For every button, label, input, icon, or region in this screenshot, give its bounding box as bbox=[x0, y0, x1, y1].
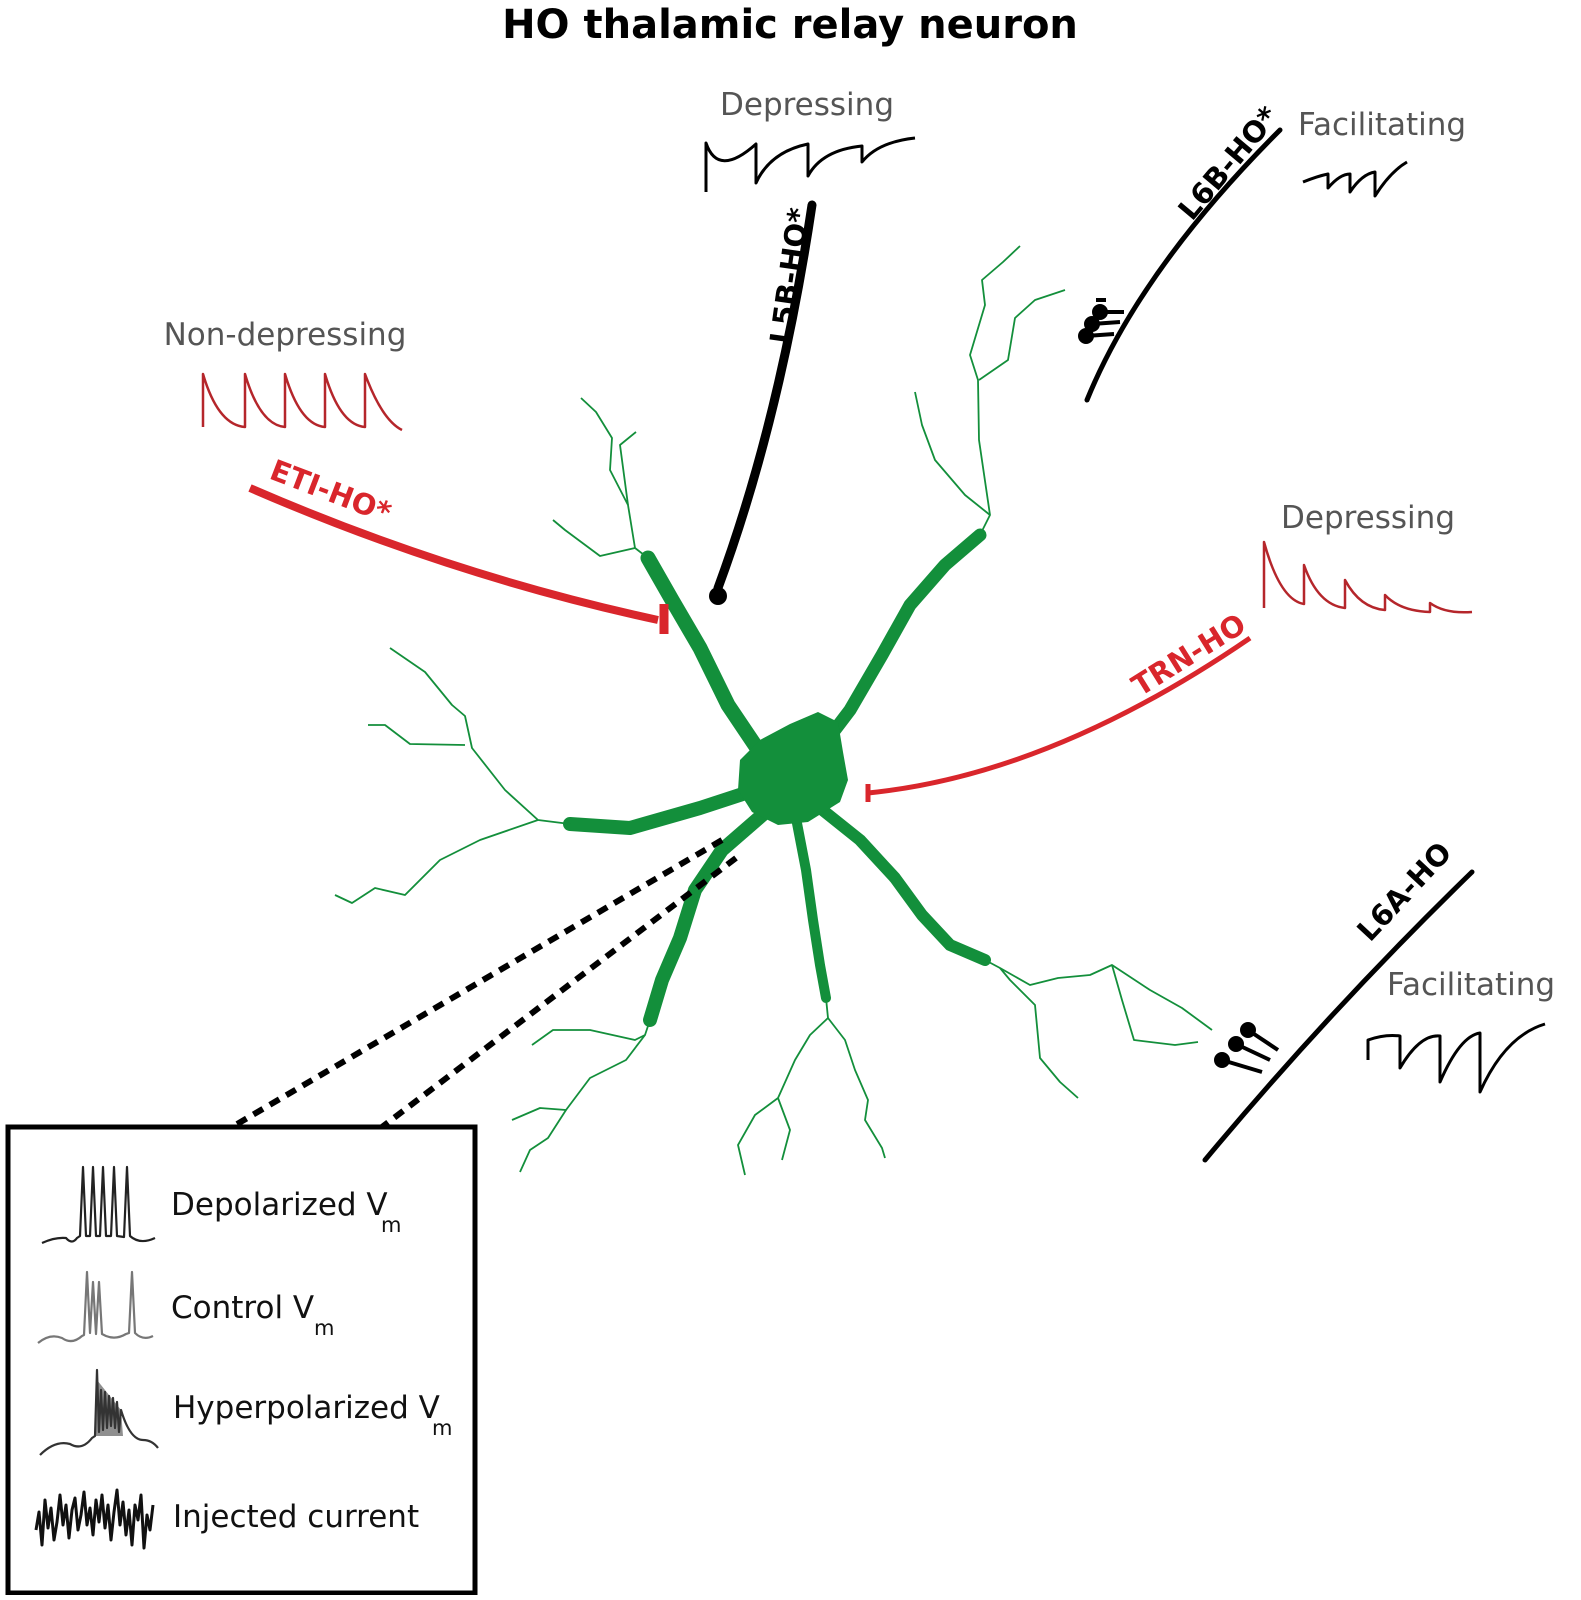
l6a-axon bbox=[1202, 869, 1475, 1163]
l5b-plasticity-label: Depressing bbox=[720, 87, 894, 123]
distal-dendrites bbox=[334, 245, 1213, 1176]
primary-dendrites bbox=[563, 528, 991, 1027]
trn-axon bbox=[867, 635, 1252, 796]
depolarized-trace bbox=[41, 1165, 156, 1244]
l5b-epsc-trace bbox=[704, 136, 916, 192]
l5b-label: L5B-HO* bbox=[763, 206, 816, 346]
pathway-eti: ETI-HO* Non-depressing bbox=[164, 317, 669, 634]
l6b-axon bbox=[1084, 127, 1283, 403]
l6b-epsc-trace bbox=[1302, 160, 1408, 198]
l5b-synapse-terminal bbox=[709, 587, 727, 605]
control-trace bbox=[37, 1270, 154, 1344]
legend-panel: Depolarized V m Control V m Hyperpolariz… bbox=[5, 1124, 478, 1596]
legend-label-hyperpolarized: Hyperpolarized V bbox=[173, 1390, 440, 1426]
ho-relay-neuron bbox=[334, 245, 1213, 1176]
hyperpolarized-burst-fill bbox=[95, 1380, 123, 1436]
trn-plasticity-label: Depressing bbox=[1281, 500, 1455, 536]
legend-label-control: Control V bbox=[171, 1290, 314, 1326]
eti-ipsc-trace bbox=[201, 372, 403, 432]
l6a-label: L6A-HO bbox=[1350, 835, 1458, 947]
figure-title: HO thalamic relay neuron bbox=[502, 2, 1078, 48]
soma bbox=[738, 712, 848, 825]
l6a-plasticity-label: Facilitating bbox=[1387, 967, 1555, 1003]
legend-sub-hyperpolarized: m bbox=[432, 1416, 452, 1440]
l6a-epsc-trace bbox=[1366, 1022, 1546, 1094]
pathway-l6a: L6A-HO Facilitating bbox=[1202, 835, 1555, 1163]
l6a-boutons bbox=[1214, 1022, 1280, 1074]
injected-current-trace bbox=[34, 1488, 155, 1550]
eti-axon bbox=[248, 484, 659, 624]
pathway-l6b: L6B-HO* Facilitating bbox=[1078, 100, 1466, 403]
legend-label-injected-current: Injected current bbox=[173, 1499, 419, 1535]
eti-plasticity-label: Non-depressing bbox=[164, 317, 407, 353]
l6b-plasticity-label: Facilitating bbox=[1298, 107, 1466, 143]
pathway-l5b: L5B-HO* Depressing bbox=[704, 87, 916, 605]
l6b-boutons bbox=[1078, 298, 1124, 344]
trn-ipsc-trace bbox=[1262, 540, 1473, 614]
recording-electrode bbox=[230, 837, 738, 1130]
legend-sub-depolarized: m bbox=[381, 1213, 401, 1237]
trn-label: TRN-HO bbox=[1126, 607, 1252, 703]
l6b-label: L6B-HO* bbox=[1171, 100, 1285, 227]
l5b-axon bbox=[713, 200, 817, 593]
legend-sub-control: m bbox=[314, 1316, 334, 1340]
legend-label-depolarized: Depolarized V bbox=[171, 1187, 388, 1223]
